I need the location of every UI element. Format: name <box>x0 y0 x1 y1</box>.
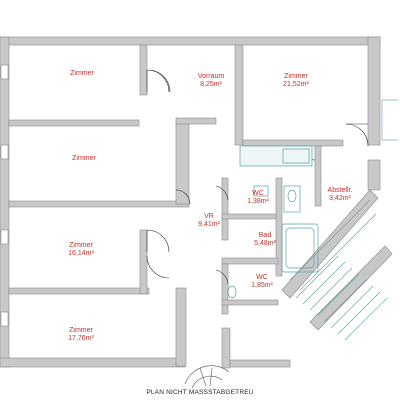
room-name: WC <box>252 190 264 197</box>
window-left-4 <box>0 311 9 327</box>
wall-lower-bottom <box>229 359 291 368</box>
room-name: WC <box>256 274 268 281</box>
kitchen-counter <box>239 145 313 167</box>
wall-divider-3 <box>8 287 150 295</box>
wall-vorraum-right <box>234 44 244 146</box>
room-area: 1,38m² <box>247 198 269 205</box>
window-left-2 <box>0 144 9 160</box>
room-name: Abstellr. <box>327 187 353 194</box>
door-swing-4 <box>146 255 170 279</box>
wall-divider-1 <box>8 119 140 127</box>
room-area: 16,14m² <box>68 250 94 257</box>
room-name: Zimmer <box>72 155 96 162</box>
wall-right-upper <box>367 36 381 146</box>
wall-vorraum-bottom <box>175 117 217 125</box>
wall-lower-mid <box>221 327 231 369</box>
room-name: VR <box>204 213 214 220</box>
room-zimmer-4: Zimmer 16,14m² <box>68 242 94 258</box>
room-vr: VR 9,41m² <box>198 213 220 229</box>
door-swing-3 <box>146 229 170 253</box>
wall-diagonal-1 <box>281 189 379 299</box>
room-zimmer-1: Zimmer <box>70 70 94 78</box>
room-name: Bad <box>258 232 272 239</box>
wall-bad-bottom <box>221 257 279 265</box>
room-wc-2: WC 1,85m² <box>251 274 273 290</box>
door-swing-9 <box>175 189 191 205</box>
wall-wc2-left <box>221 263 229 315</box>
room-zimmer-2: Zimmer 21,52m² <box>283 73 309 89</box>
wall-wc2-bottom <box>221 299 279 306</box>
wall-vertical-3 <box>139 229 148 295</box>
room-zimmer-5: Zimmer 17,76m² <box>68 327 94 343</box>
room-area: 3,42m² <box>329 195 351 202</box>
wall-vertical-4 <box>175 287 187 367</box>
room-area: 1,85m² <box>251 282 273 289</box>
room-name: Zimmer <box>284 73 308 80</box>
room-name: Zimmer <box>69 242 93 249</box>
window-left-3 <box>0 229 9 245</box>
room-area: 9,41m² <box>198 221 220 228</box>
fixtures <box>227 145 319 299</box>
toilet-2 <box>227 285 237 299</box>
room-bad: Bad 5,48m² <box>254 232 276 248</box>
wall-diagonal-2 <box>309 245 393 331</box>
sink-wc <box>253 185 269 197</box>
room-area: 8,25m² <box>200 81 222 88</box>
room-area: 5,48m² <box>254 240 276 247</box>
scale-disclaimer: PLAN NICHT MASSSTABGETREU <box>146 389 254 396</box>
room-wc-1: WC 1,38m² <box>247 190 269 206</box>
door-swing-7 <box>215 269 229 285</box>
wall-abstell-left <box>314 145 322 207</box>
room-abstellraum: Abstellr. 3,42m² <box>328 187 353 203</box>
spiral-stair <box>184 365 230 389</box>
door-swing-2 <box>149 69 171 93</box>
room-name: Vorraum <box>197 73 225 80</box>
room-area: 17,76m² <box>68 335 94 342</box>
bathtub <box>281 223 319 273</box>
staircase <box>289 99 398 341</box>
room-area: 21,52m² <box>283 81 309 88</box>
room-name: Zimmer <box>69 327 93 334</box>
room-zimmer-3: Zimmer <box>72 155 96 163</box>
room-vorraum: Vorraum 8,25m² <box>198 73 224 89</box>
wall-wc-left <box>221 177 229 241</box>
wall-right-lower <box>367 159 381 191</box>
toilet-1 <box>283 185 301 213</box>
window-left-1 <box>0 64 9 80</box>
walls <box>0 36 393 369</box>
door-swing-6 <box>215 185 229 201</box>
room-name: Zimmer <box>70 70 94 77</box>
